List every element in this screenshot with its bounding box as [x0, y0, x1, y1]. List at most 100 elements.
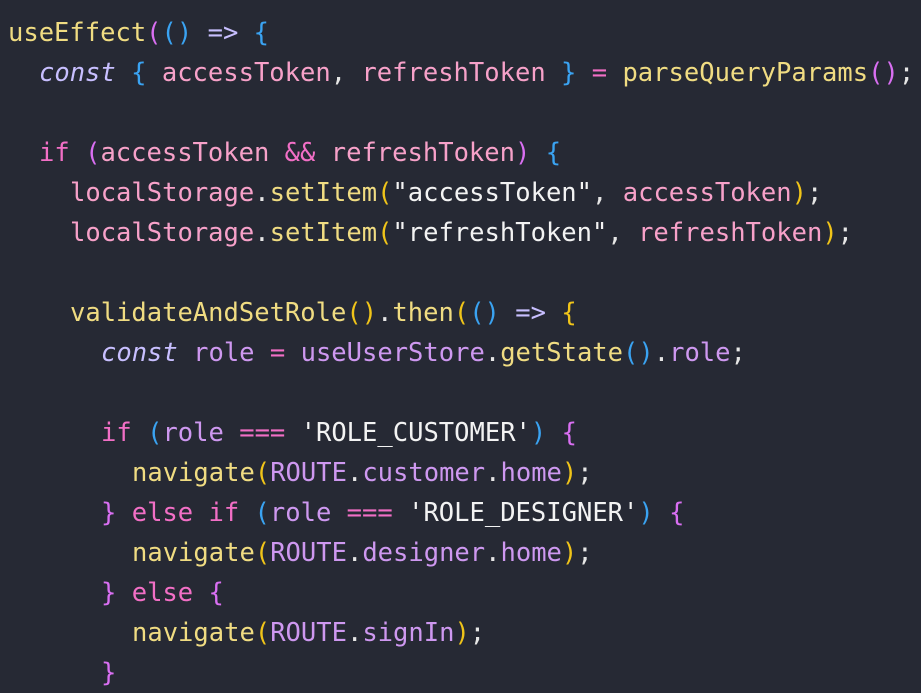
code-line: navigate(ROUTE.signIn); [132, 613, 485, 653]
code-token: then [392, 298, 454, 328]
code-token: navigate [132, 618, 255, 648]
code-token: === [331, 498, 409, 528]
code-token: } [101, 578, 117, 608]
code-token: home [500, 538, 562, 568]
code-token: , [592, 178, 623, 208]
code-line: localStorage.setItem("refreshToken", ref… [70, 213, 853, 253]
code-token: = [576, 58, 623, 88]
code-line: } else { [101, 573, 224, 613]
code-token: ( [147, 418, 163, 448]
code-token: ; [577, 458, 593, 488]
code-token: accessToken [100, 138, 270, 168]
code-token: role [162, 418, 224, 448]
code-token: ; [577, 538, 593, 568]
code-token: () [469, 298, 500, 328]
code-token: role [669, 338, 731, 368]
code-line: navigate(ROUTE.designer.home); [132, 533, 593, 573]
code-token: const [39, 58, 116, 88]
code-token: . [346, 458, 363, 488]
code-line: const { accessToken, refreshToken } = pa… [39, 53, 914, 93]
code-token: role [177, 338, 255, 368]
code-token: ( [146, 18, 162, 48]
code-token: { [131, 58, 147, 88]
code-token [654, 498, 669, 528]
code-token: refreshToken [361, 58, 546, 88]
code-token: => [499, 298, 562, 328]
code-token: ROUTE [270, 618, 347, 648]
code-token: , [330, 58, 362, 88]
code-line: if (accessToken && refreshToken) { [39, 133, 561, 173]
code-token: useUserStore [300, 338, 485, 368]
code-line: useEffect(() => { [8, 13, 269, 53]
code-token: ) [822, 218, 838, 248]
code-token: else [116, 578, 194, 608]
code-token: } [101, 658, 117, 688]
code-token: if [39, 138, 70, 168]
code-token: navigate [132, 458, 255, 488]
code-line: navigate(ROUTE.customer.home); [132, 453, 593, 493]
code-line: validateAndSetRole().then(() => { [70, 293, 577, 333]
code-token: ( [254, 618, 271, 648]
code-token: navigate [132, 538, 255, 568]
code-token: validateAndSetRole [70, 298, 347, 328]
code-line: const role = useUserStore.getState().rol… [101, 333, 746, 373]
code-token: const [101, 338, 178, 368]
code-token: ( [85, 138, 101, 168]
code-token: . [346, 618, 363, 648]
code-token: ; [806, 178, 823, 208]
code-token: localStorage [70, 178, 255, 208]
code-token: { [208, 578, 224, 608]
code-token: ROUTE [270, 538, 347, 568]
code-token: ( [254, 498, 270, 528]
code-token [116, 58, 131, 88]
code-token: setItem [269, 218, 378, 248]
code-token: ( [453, 298, 470, 328]
code-token: ( [254, 458, 271, 488]
code-token: getState [500, 338, 624, 368]
code-token: { [561, 418, 577, 448]
code-token: ) [638, 498, 654, 528]
code-token: ; [898, 58, 915, 88]
code-token: && [269, 138, 331, 168]
code-token: useEffect [8, 18, 147, 48]
code-token: . [254, 178, 270, 208]
code-token: ROUTE [270, 458, 347, 488]
code-token: => [192, 18, 254, 48]
code-token: home [500, 458, 562, 488]
code-token: ; [730, 338, 746, 368]
code-token: { [253, 18, 270, 48]
code-token: . [484, 338, 501, 368]
code-token: . [254, 218, 270, 248]
code-token: ; [837, 218, 854, 248]
code-token: . [377, 298, 393, 328]
code-token: } [561, 58, 577, 88]
code-token: designer [362, 538, 486, 568]
code-line: } [101, 653, 116, 693]
code-token: ) [454, 618, 470, 648]
code-token: } [101, 498, 117, 528]
code-token: signIn [362, 618, 455, 648]
code-token: ) [561, 458, 578, 488]
code-token: else if [116, 498, 240, 528]
code-token [70, 138, 85, 168]
code-token: "accessToken" [392, 178, 593, 208]
code-token: ) [791, 178, 807, 208]
code-token: ) [561, 538, 578, 568]
code-token: localStorage [70, 218, 255, 248]
code-token: accessToken [622, 178, 792, 208]
code-token [239, 498, 254, 528]
code-token: { [669, 498, 685, 528]
code-token: 'ROLE_DESIGNER' [408, 498, 639, 528]
code-token: if [101, 418, 132, 448]
code-token: . [653, 338, 670, 368]
code-token: customer [362, 458, 486, 488]
code-token [546, 58, 561, 88]
code-token: . [485, 538, 501, 568]
code-line: if (role === 'ROLE_CUSTOMER') { [101, 413, 577, 453]
code-token: setItem [269, 178, 378, 208]
code-token: ( [377, 178, 393, 208]
code-token [193, 578, 208, 608]
code-token: ; [469, 618, 486, 648]
code-line: localStorage.setItem("accessToken", acce… [70, 173, 822, 213]
